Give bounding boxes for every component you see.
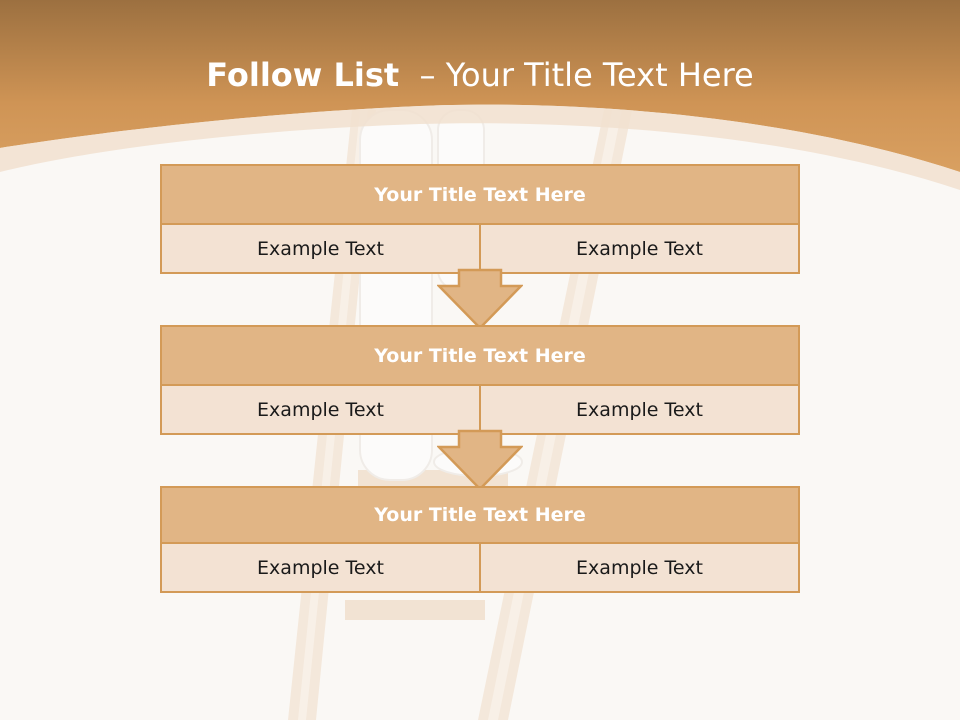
header-banner [0,0,960,172]
step-row: Example Text Example Text [162,544,798,591]
step-header: Your Title Text Here [162,488,798,544]
title-bold: Follow List [206,56,400,94]
down-arrow-icon [437,268,523,330]
step-row: Example Text Example Text [162,386,798,433]
step-cell-left: Example Text [257,237,384,260]
step-cell-right: Example Text [479,544,798,591]
step-box-3: Your Title Text Here Example Text Exampl… [160,486,800,593]
step-box-2: Your Title Text Here Example Text Exampl… [160,325,800,435]
banner-swoosh [0,104,960,190]
step-header: Your Title Text Here [162,327,798,386]
step-cell-left: Example Text [257,556,384,579]
step-box-1: Your Title Text Here Example Text Exampl… [160,164,800,274]
slide-title: Follow List – Your Title Text Here [0,52,960,98]
step-header: Your Title Text Here [162,166,798,225]
step-cell-right: Example Text [479,225,798,272]
step-row: Example Text Example Text [162,225,798,272]
down-arrow-icon [437,429,523,491]
title-rest: – Your Title Text Here [419,56,754,94]
step-cell-right: Example Text [479,386,798,433]
step-cell-left: Example Text [257,398,384,421]
